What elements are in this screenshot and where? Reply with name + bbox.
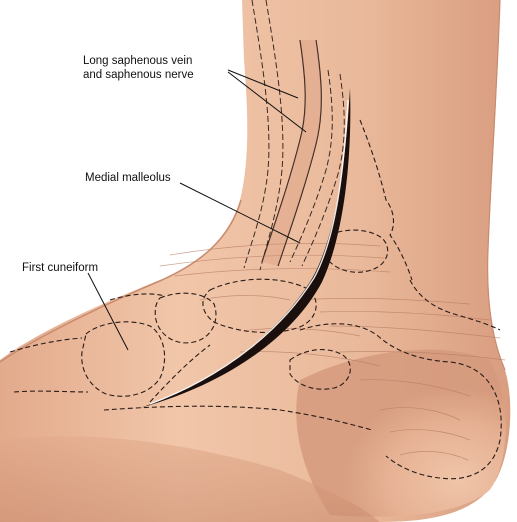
label-saphenous-line1: Long saphenous vein bbox=[83, 55, 192, 67]
saphenous-nerve-edge-1 bbox=[289, 69, 333, 263]
talus-outline bbox=[202, 278, 317, 333]
forefoot-outline bbox=[0, 199, 242, 363]
posterior-ankle-outline bbox=[409, 279, 501, 331]
saphenous-vein-edge-1 bbox=[243, 0, 270, 269]
cuneiform-metatarsal-joint bbox=[109, 293, 166, 301]
leg-posterior-edge bbox=[487, 0, 506, 371]
saphenous-vessels bbox=[243, 0, 345, 271]
plantar-bone-outline bbox=[103, 405, 373, 431]
label-first-cuneiform: First cuneiform bbox=[22, 262, 98, 274]
sustentaculum-outline bbox=[289, 349, 351, 390]
midfoot-joint-line bbox=[149, 344, 211, 403]
medial-malleolus-outline bbox=[329, 229, 389, 273]
leader-lines bbox=[87, 69, 307, 351]
saphenous-vein-edge-2 bbox=[259, 0, 284, 271]
label-medial-malleolus: Medial malleolus bbox=[85, 172, 171, 184]
leader-first-cuneiform bbox=[87, 272, 129, 351]
heel-shading bbox=[296, 349, 506, 517]
skin-creases bbox=[159, 243, 506, 461]
first-metatarsal-outline bbox=[9, 337, 89, 393]
saphenous-vein-solid-2 bbox=[277, 39, 322, 267]
label-saphenous-line2: and saphenous nerve bbox=[83, 69, 194, 81]
leader-saphenous-2 bbox=[227, 71, 307, 133]
navicular-outline bbox=[154, 292, 217, 344]
first-cuneiform-outline bbox=[81, 321, 166, 397]
bone-outlines bbox=[9, 119, 502, 480]
leader-saphenous-1 bbox=[227, 69, 299, 99]
incision-highlight bbox=[149, 99, 349, 405]
saphenous-fill bbox=[262, 40, 322, 266]
sole-shading bbox=[0, 436, 380, 522]
saphenous-vein-solid-1 bbox=[261, 39, 306, 263]
leader-medial-malleolus bbox=[179, 182, 301, 244]
saphenous-nerve-edge-2 bbox=[301, 73, 345, 267]
tibia-outline bbox=[359, 119, 413, 281]
